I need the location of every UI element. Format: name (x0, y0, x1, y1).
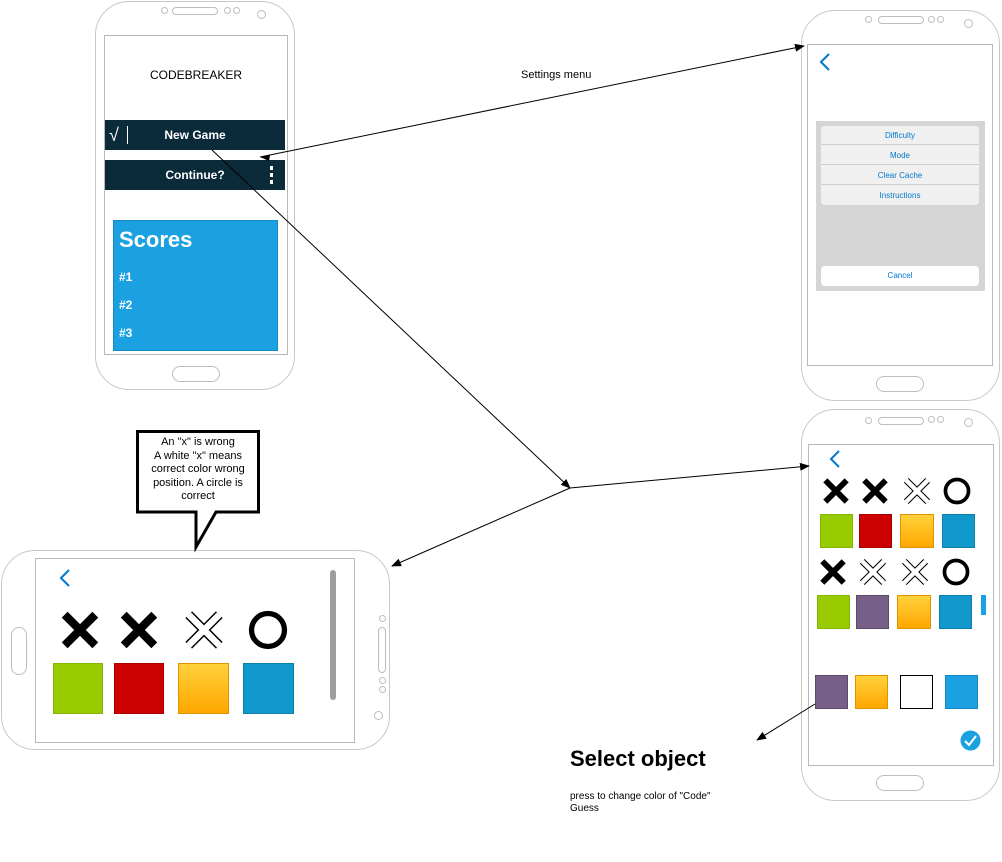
sensor-dot (224, 7, 231, 14)
front-camera (964, 19, 973, 28)
back-icon[interactable] (818, 52, 832, 72)
sensor-dot (233, 7, 240, 14)
kebab-menu-icon[interactable] (270, 166, 274, 184)
back-icon[interactable] (828, 449, 842, 469)
description-line: press to change color of "Code" (570, 791, 711, 802)
speaker (878, 16, 924, 24)
menu-item-clear-cache[interactable]: Clear Cache (821, 166, 979, 185)
score-item: #3 (119, 326, 133, 340)
sensor-dot (379, 677, 386, 684)
new-game-label: New Game (164, 128, 226, 142)
scrollbar[interactable] (330, 570, 336, 700)
arrow-to-portrait (569, 462, 810, 489)
color-peg-blue[interactable] (942, 514, 975, 548)
code-peg-lightblue[interactable] (945, 675, 978, 709)
callout-line: An "x" is wrong (161, 436, 235, 448)
home-button[interactable] (876, 376, 924, 392)
menu-item-mode[interactable]: Mode (821, 146, 979, 165)
color-peg-lime[interactable] (820, 514, 853, 548)
color-peg-lime[interactable] (53, 663, 103, 714)
continue-button[interactable]: Continue? (105, 160, 285, 190)
color-peg-blue[interactable] (939, 595, 972, 629)
speaker (378, 627, 386, 673)
front-camera (374, 711, 383, 720)
camera-dot (379, 615, 386, 622)
code-peg-purple[interactable] (815, 675, 848, 709)
sensor-dot (928, 16, 935, 23)
callout-text: An "x" is wrong A white "x" means correc… (140, 436, 256, 504)
check-icon: √ (109, 125, 119, 145)
sensor-dot (928, 416, 935, 423)
back-icon[interactable] (58, 568, 72, 588)
description-line: Guess (570, 803, 599, 814)
callout-bubble (136, 430, 260, 553)
callout-line: A white "x" means (154, 449, 242, 462)
front-camera (257, 10, 266, 19)
select-object-title: Select object (570, 746, 706, 771)
home-button[interactable] (876, 775, 924, 791)
scrollbar-thumb[interactable] (981, 595, 986, 615)
app-title: CODEBREAKER (149, 68, 243, 82)
sensor-dot (937, 416, 944, 423)
menu-item-difficulty[interactable]: Difficulty (821, 126, 979, 145)
scores-heading: Scores (119, 227, 193, 252)
camera-dot (865, 417, 872, 424)
cancel-button[interactable]: Cancel (821, 266, 979, 286)
score-item: #2 (119, 298, 133, 312)
speaker (172, 7, 218, 15)
color-peg-gold[interactable] (178, 663, 229, 714)
divider (127, 126, 128, 144)
color-peg-gold[interactable] (900, 514, 934, 548)
speaker (878, 417, 924, 425)
home-button[interactable] (11, 627, 27, 675)
settings-menu-label: Settings menu (521, 69, 592, 81)
confirm-check-icon[interactable] (960, 730, 981, 751)
arrow-settings (259, 43, 805, 161)
arrow-select-object (756, 703, 816, 741)
sensor-dot (379, 686, 386, 693)
arrow-to-landscape (391, 487, 571, 567)
callout-line: correct color wrong (151, 463, 245, 475)
arrow-new-game (211, 149, 571, 489)
callout-line: position. A circle is (153, 476, 243, 489)
settings-dialog: Difficulty Mode Clear Cache Instructions… (816, 121, 985, 291)
code-peg-gold[interactable] (855, 675, 888, 709)
home-button[interactable] (172, 366, 220, 382)
scores-panel: Scores #1 #2 #3 (113, 220, 278, 351)
menu-item-instructions[interactable]: Instructions (821, 186, 979, 205)
color-peg-red[interactable] (114, 663, 164, 714)
camera-dot (161, 7, 168, 14)
score-item: #1 (119, 270, 133, 284)
continue-label: Continue? (165, 168, 225, 182)
color-peg-lime[interactable] (817, 595, 850, 629)
color-peg-gold[interactable] (897, 595, 931, 629)
color-peg-blue[interactable] (243, 663, 294, 714)
color-peg-red[interactable] (859, 514, 892, 548)
select-object-description: press to change color of "Code" Guess (570, 791, 711, 815)
front-camera (964, 418, 973, 427)
settings-menu-list: Difficulty Mode Clear Cache Instructions (821, 126, 979, 205)
code-peg-white[interactable] (900, 675, 933, 709)
camera-dot (865, 16, 872, 23)
color-peg-purple[interactable] (856, 595, 889, 629)
new-game-button[interactable]: √ New Game (105, 120, 285, 150)
sensor-dot (937, 16, 944, 23)
callout-line: correct (181, 490, 215, 502)
